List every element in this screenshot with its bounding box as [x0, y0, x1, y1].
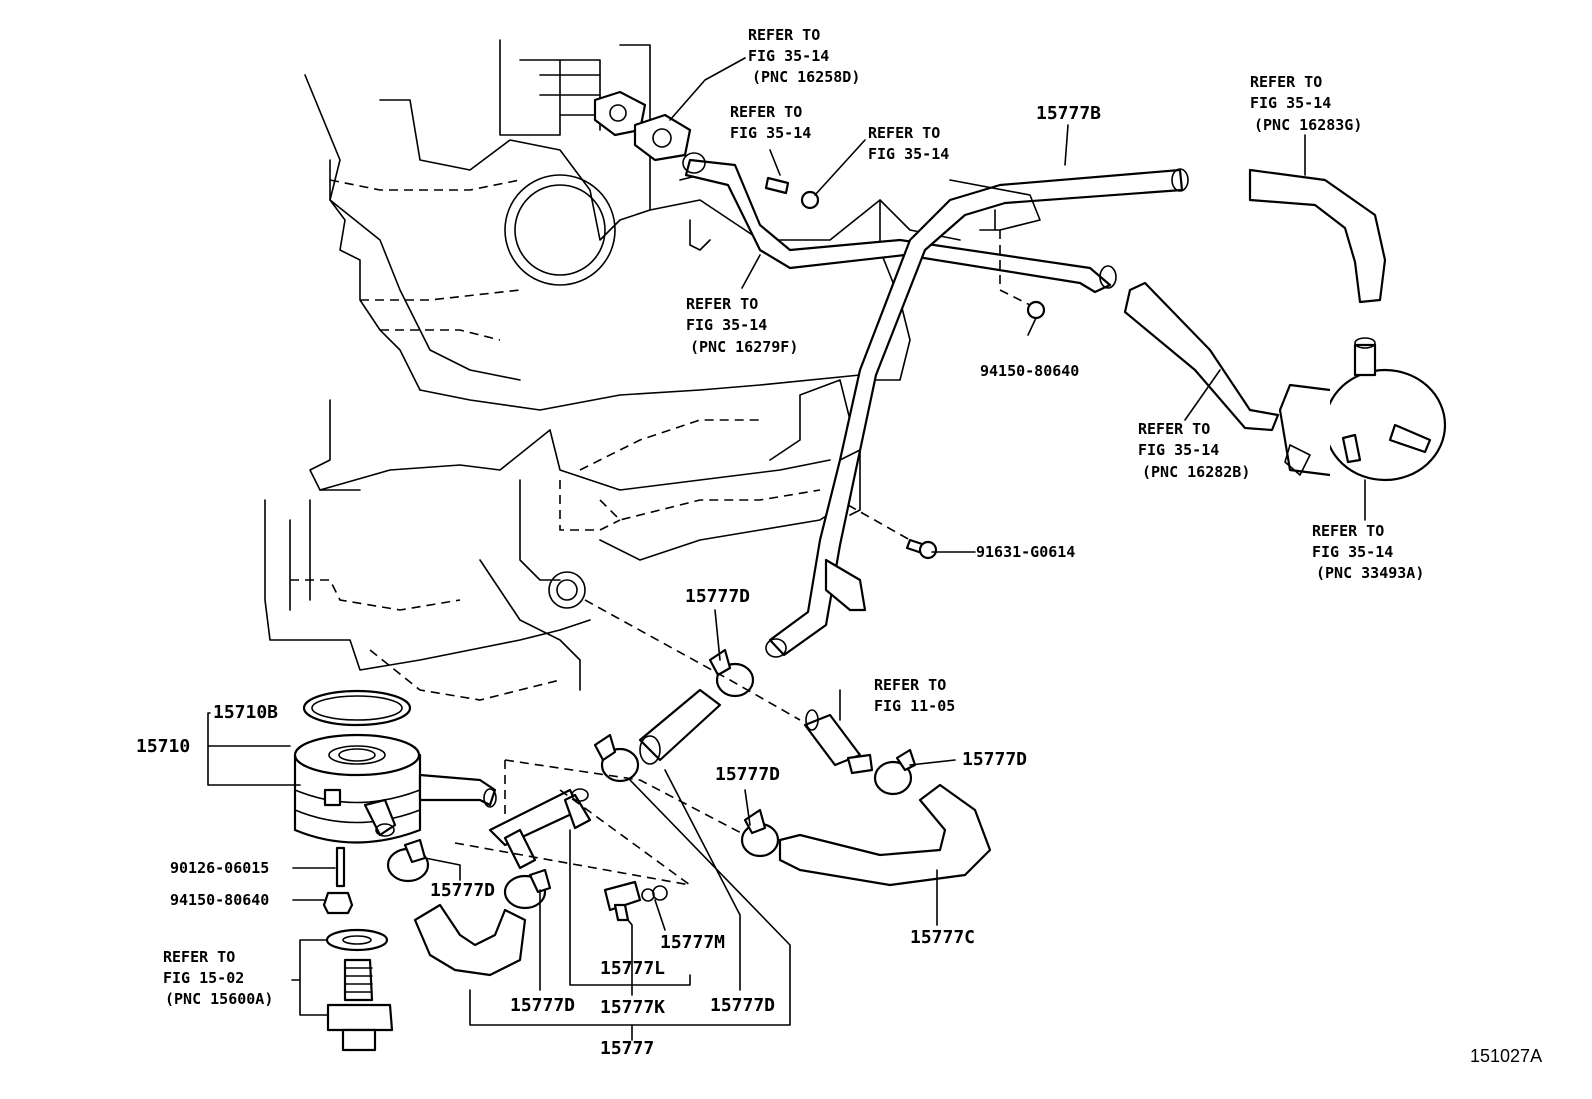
clamp-mid [740, 808, 780, 858]
part-15710: 15710 [136, 736, 190, 757]
clamps [386, 90, 1046, 910]
part-15777D-right: 15777D [962, 749, 1027, 770]
ref-stud-line2: FIG 35-14 [730, 124, 811, 142]
ref-16282B-line3: (PNC 16282B) [1142, 463, 1250, 481]
part-15777B: 15777B [1036, 103, 1101, 124]
clamp-bottom [503, 868, 552, 910]
ref-16279F-line3: (PNC 16279F) [690, 338, 798, 356]
part-15777: 15777 [600, 1038, 654, 1059]
oil-cooler-assembly [293, 688, 874, 1052]
ref-15600A-line3: (PNC 15600A) [165, 990, 273, 1008]
ref-11-05-line2: FIG 11-05 [874, 697, 955, 715]
ref-16282B-line2: FIG 35-14 [1138, 441, 1219, 459]
clamp-mid-left [593, 733, 640, 783]
clamp-right [873, 748, 917, 796]
pipes [413, 152, 1447, 977]
part-15777D-top: 15777D [685, 586, 750, 607]
part-15777D-mid: 15777D [715, 764, 780, 785]
part-94150-80640-upper: 94150-80640 [980, 362, 1079, 380]
ref-16258D-line3: (PNC 16258D) [752, 68, 860, 86]
part-number-labels: 15777B 94150-80640 91631-G0614 15777D 15… [136, 103, 1542, 1066]
ref-16283G-line2: FIG 35-14 [1250, 94, 1331, 112]
reference-labels: REFER TO FIG 35-14 (PNC 16258D) REFER TO… [163, 26, 1424, 1008]
ref-stud-line1: REFER TO [730, 103, 802, 121]
ref-16258D-line1: REFER TO [748, 26, 820, 44]
gasket-b [633, 113, 692, 162]
ref-11-05-line1: REFER TO [874, 676, 946, 694]
ref-16282B-line1: REFER TO [1138, 420, 1210, 438]
clamp-left [386, 838, 430, 883]
part-15777K: 15777K [600, 997, 665, 1018]
ref-nut-line1: REFER TO [868, 124, 940, 142]
ref-16279F-line2: FIG 35-14 [686, 316, 767, 334]
engine-block [264, 39, 961, 701]
ref-16279F-line1: REFER TO [686, 295, 758, 313]
part-15777M: 15777M [660, 932, 725, 953]
ref-15600A-line2: FIG 15-02 [163, 969, 244, 987]
leader-lines [207, 57, 1366, 1041]
stud-bolt [764, 176, 790, 195]
ref-33493A-line1: REFER TO [1312, 522, 1384, 540]
part-90126-06015: 90126-06015 [170, 859, 269, 877]
nut-94150 [1026, 300, 1046, 320]
part-15777C: 15777C [910, 927, 975, 948]
ref-16283G-line1: REFER TO [1250, 73, 1322, 91]
part-94150-80640-lower: 94150-80640 [170, 891, 269, 909]
vacuum-pump [1278, 337, 1447, 482]
part-15777D-bottom-left: 15777D [510, 995, 575, 1016]
ref-33493A-line3: (PNC 33493A) [1316, 564, 1424, 582]
figure-code: 151027A [1470, 1046, 1542, 1066]
part-15777L: 15777L [600, 958, 665, 979]
nut-top [800, 190, 820, 210]
ref-33493A-line2: FIG 35-14 [1312, 543, 1393, 561]
ref-nut-line2: FIG 35-14 [868, 145, 949, 163]
part-91631-G0614: 91631-G0614 [976, 543, 1075, 561]
dashed-leaders [454, 230, 1031, 886]
part-15777D-bottom-right: 15777D [710, 995, 775, 1016]
ref-16283G-line3: (PNC 16283G) [1254, 116, 1362, 134]
ref-15600A-line1: REFER TO [163, 948, 235, 966]
part-15710B: 15710B [213, 702, 278, 723]
ref-16258D-line2: FIG 35-14 [748, 47, 829, 65]
part-15777D-left: 15777D [430, 880, 495, 901]
